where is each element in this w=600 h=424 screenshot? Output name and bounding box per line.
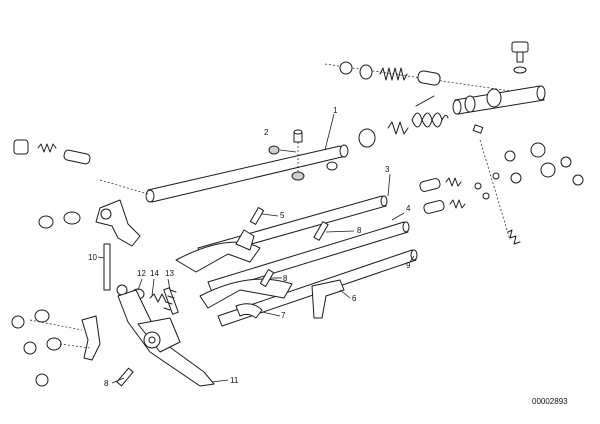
- top-right-shaft-assembly: [324, 41, 546, 148]
- callout-5: 5: [280, 211, 285, 220]
- spring-top: [379, 67, 408, 81]
- callout-14: 14: [150, 269, 159, 278]
- cluster-pin-washer: [268, 129, 338, 181]
- callout-labels: 1 2 3 4 5 6 7 8 8 8 9 10 11 12 13 14: [88, 106, 411, 388]
- callout-10: 10: [88, 253, 97, 262]
- lower-left-assembly: [11, 243, 215, 387]
- bolt-13: [163, 287, 179, 315]
- shift-fork-7: [235, 303, 263, 319]
- callout-4: 4: [406, 204, 411, 213]
- callout-3: 3: [385, 165, 390, 174]
- shaft-top-right: [452, 85, 546, 115]
- callout-8-lower: 8: [104, 379, 109, 388]
- shift-fork-lever-6: [311, 279, 345, 319]
- callout-1: 1: [333, 106, 338, 115]
- shaft-4: [207, 221, 410, 293]
- callout-9: 9: [406, 261, 411, 270]
- shaft-1: [99, 113, 349, 203]
- callout-13: 13: [165, 269, 174, 278]
- callout-12: 12: [137, 269, 146, 278]
- callout-8-upper: 8: [357, 226, 362, 235]
- coil-spring-large: [411, 95, 449, 128]
- callout-8-middle: 8: [283, 274, 288, 283]
- drawing-code: 00002893: [532, 397, 568, 406]
- callout-6: 6: [352, 294, 357, 303]
- bolt-top-right: [511, 41, 529, 74]
- shift-fork-upper-left: [38, 199, 141, 247]
- callout-leaders: [97, 173, 415, 384]
- callout-7: 7: [281, 311, 286, 320]
- plug-and-spring-left: [13, 139, 91, 165]
- roll-pins: [249, 207, 329, 287]
- callout-2: 2: [264, 128, 269, 137]
- callout-11: 11: [230, 376, 239, 385]
- detent-parts-right: [419, 139, 584, 245]
